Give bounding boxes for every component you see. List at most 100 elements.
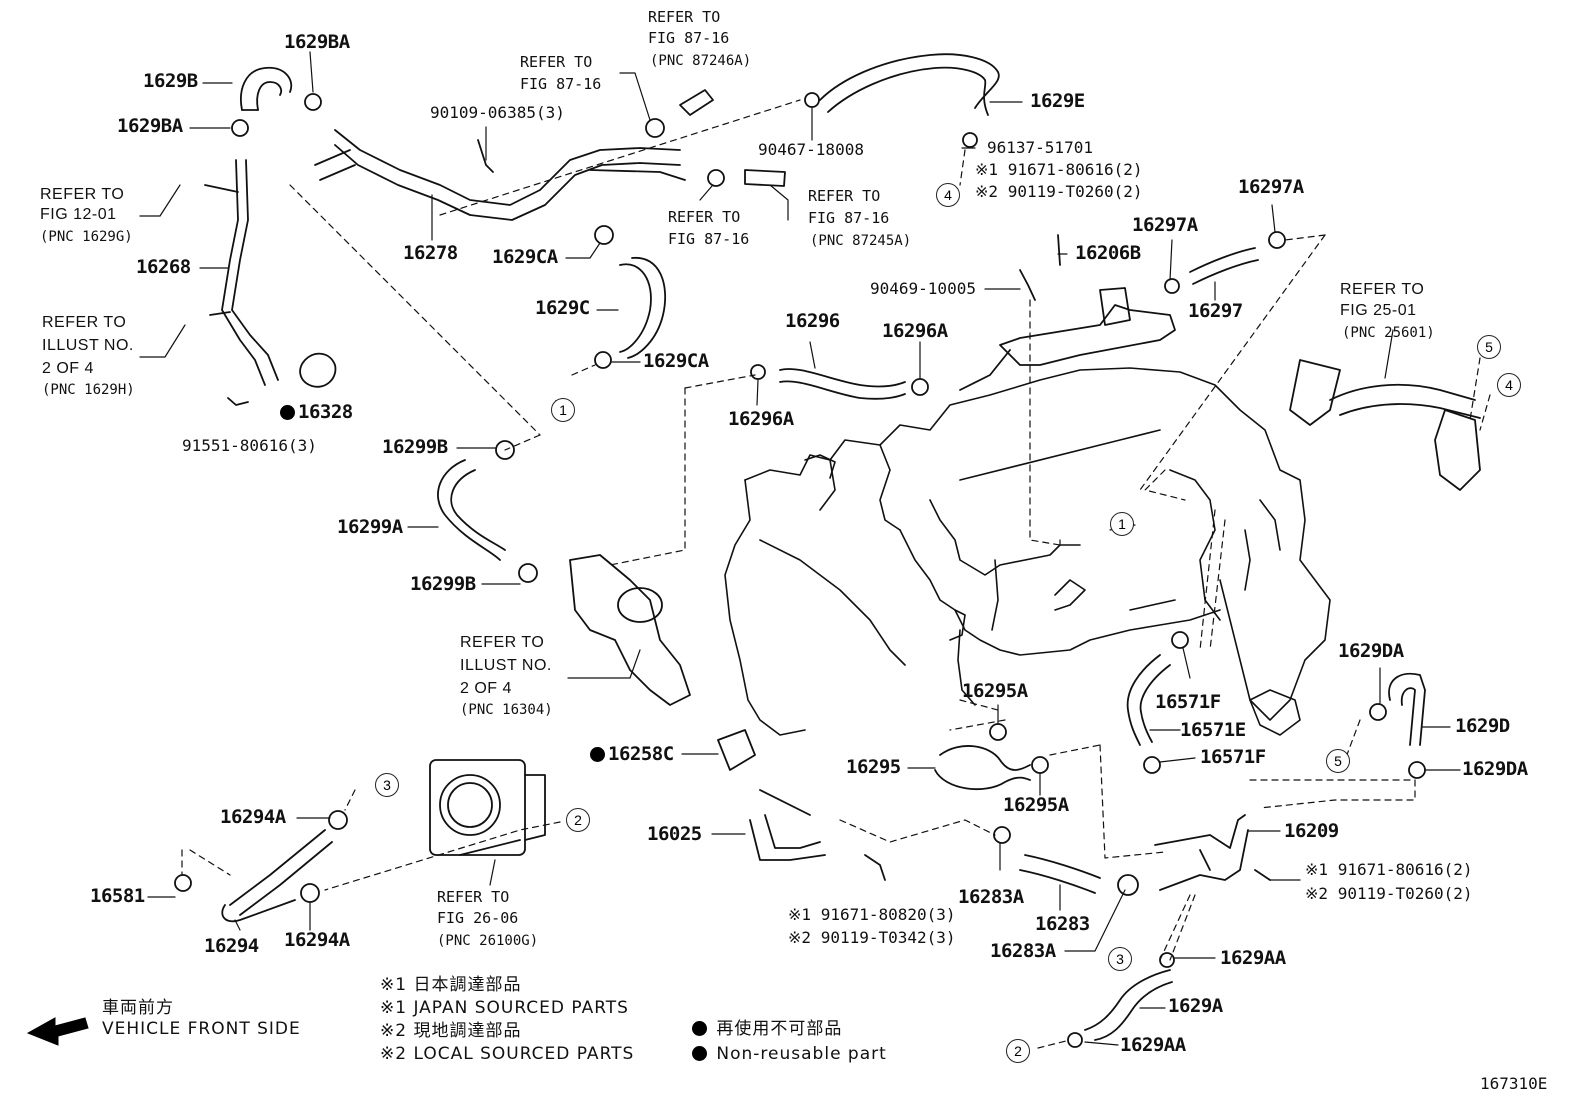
label-91671-80616-top: ※1 91671-80616(2) xyxy=(975,162,1143,178)
label-1629B: 1629B xyxy=(143,70,198,92)
label-1629BA: 1629BA xyxy=(117,115,183,137)
label-1629AA-bottom: 1629AA xyxy=(1120,1034,1186,1056)
callout-1-right: 1 xyxy=(1110,512,1134,536)
ref-fig-87-16-d-title: REFER TO xyxy=(808,187,881,205)
hoses xyxy=(174,53,1481,1048)
legend-note1-en: ※1 JAPAN SOURCED PARTS xyxy=(380,998,629,1018)
ref-pnc-25601: (PNC 25601) xyxy=(1342,325,1435,341)
legend-note2-en: ※2 LOCAL SOURCED PARTS xyxy=(380,1044,635,1064)
ref-fig-12-01-title: REFER TO xyxy=(40,186,125,203)
note1-mark: ※1 xyxy=(1305,860,1329,879)
ref-fig-12-01: FIG 12-01 xyxy=(40,206,117,223)
note1-mark: ※1 xyxy=(788,905,812,924)
ref-pnc-1629G: (PNC 1629G) xyxy=(40,229,133,245)
label-16283A-left: 16283A xyxy=(958,886,1024,908)
ref-fig-87-16-b: FIG 87-16 xyxy=(648,29,730,47)
label-16581: 16581 xyxy=(90,885,145,907)
label-91671-80820: ※1 91671-80820(3) xyxy=(788,907,956,923)
label-91551-80616: 91551-80616(3) xyxy=(182,436,317,455)
label-90119-T0260-right: ※2 90119-T0260(2) xyxy=(1305,886,1473,902)
label-1629AA-top: 1629AA xyxy=(1220,947,1286,969)
label-16571E: 16571E xyxy=(1180,719,1246,741)
label-16258C: 16258C xyxy=(590,745,674,764)
note2-mark: ※2 xyxy=(788,928,812,947)
non-reusable-dot-icon xyxy=(590,747,605,762)
callout-4-right: 4 xyxy=(1497,373,1521,397)
label-91671-80616-top-text: 91671-80616(2) xyxy=(1007,160,1143,179)
label-1629CA-bottom: 1629CA xyxy=(643,350,709,372)
label-16296A-right: 16296A xyxy=(882,320,948,342)
label-16571F-top: 16571F xyxy=(1155,691,1221,713)
label-90119-T0342-text: 90119-T0342(3) xyxy=(820,928,956,947)
label-16297A-left: 16297A xyxy=(1132,214,1198,236)
ref-illust-16304-page: 2 OF 4 xyxy=(460,680,512,697)
label-16296A-left: 16296A xyxy=(728,408,794,430)
label-1629DA-bottom: 1629DA xyxy=(1462,758,1528,780)
ref-fig-25-01: FIG 25-01 xyxy=(1340,302,1417,319)
callout-2-left: 2 xyxy=(566,808,590,832)
note1-mark: ※1 xyxy=(975,160,999,179)
ref-pnc-16304: (PNC 16304) xyxy=(460,702,553,718)
leader-lines xyxy=(139,51,1461,1046)
label-16295A-bottom: 16295A xyxy=(1003,794,1069,816)
ref-pnc-87246A: (PNC 87246A) xyxy=(650,53,752,69)
engine-block xyxy=(724,367,1331,736)
label-16296: 16296 xyxy=(785,310,840,332)
ref-fig-87-16-a: FIG 87-16 xyxy=(520,75,602,93)
label-16299B-top: 16299B xyxy=(382,436,448,458)
label-16299B-bottom: 16299B xyxy=(410,573,476,595)
callout-2-bottom: 2 xyxy=(1006,1039,1030,1063)
ref-pnc-26100G: (PNC 26100G) xyxy=(437,933,539,949)
dashed-lines xyxy=(181,99,1491,1049)
label-1629BA-top: 1629BA xyxy=(284,31,350,53)
label-90119-T0260-right-text: 90119-T0260(2) xyxy=(1337,884,1473,903)
label-16297A-right: 16297A xyxy=(1238,176,1304,198)
callout-3-bottom: 3 xyxy=(1108,947,1132,971)
label-90119-T0260-top: ※2 90119-T0260(2) xyxy=(975,184,1143,200)
callout-5-right: 5 xyxy=(1477,335,1501,359)
label-91671-80616-right: ※1 91671-80616(2) xyxy=(1305,862,1473,878)
label-16283A-bottom: 16283A xyxy=(990,940,1056,962)
label-91671-80616-right-text: 91671-80616(2) xyxy=(1337,860,1473,879)
callout-1-left: 1 xyxy=(551,398,575,422)
label-90469-10005: 90469-10005 xyxy=(870,279,976,298)
label-90109-06385: 90109-06385(3) xyxy=(430,103,565,122)
label-1629E: 1629E xyxy=(1030,90,1085,112)
label-1629A: 1629A xyxy=(1168,995,1223,1017)
label-16206B: 16206B xyxy=(1075,242,1141,264)
ref-illust-1629H-title: REFER TO xyxy=(42,314,127,331)
label-1629DA-top: 1629DA xyxy=(1338,640,1404,662)
label-16258C-text: 16258C xyxy=(608,743,674,765)
label-1629D: 1629D xyxy=(1455,715,1510,737)
callout-3-left: 3 xyxy=(375,773,399,797)
label-16571F-bottom: 16571F xyxy=(1200,746,1266,768)
non-reusable-dot-icon xyxy=(692,1021,707,1036)
label-16295: 16295 xyxy=(846,756,901,778)
ref-illust-16304-title: REFER TO xyxy=(460,634,545,651)
front-arrow xyxy=(26,1017,89,1046)
label-1629C: 1629C xyxy=(535,297,590,319)
diagram-id: 167310E xyxy=(1480,1074,1548,1093)
ref-fig-25-01-title: REFER TO xyxy=(1340,281,1425,298)
ref-illust-16304: ILLUST NO. xyxy=(460,657,552,674)
label-16283: 16283 xyxy=(1035,913,1090,935)
label-16209: 16209 xyxy=(1284,820,1339,842)
legend-front-jp: 車両前方 xyxy=(102,998,174,1018)
ref-pnc-1629H: (PNC 1629H) xyxy=(42,382,135,398)
legend-nonreusable-jp-text: 再使用不可部品 xyxy=(716,1019,843,1039)
non-reusable-dot-icon xyxy=(692,1046,707,1061)
legend-front-en: VEHICLE FRONT SIDE xyxy=(102,1019,301,1039)
non-reusable-dot-icon xyxy=(280,405,295,420)
ref-fig-26-06-title: REFER TO xyxy=(437,888,510,906)
label-16328-text: 16328 xyxy=(298,401,353,423)
ref-fig-87-16-b-title: REFER TO xyxy=(648,8,721,26)
label-16328: 16328 xyxy=(280,403,353,422)
label-90119-T0342: ※2 90119-T0342(3) xyxy=(788,930,956,946)
label-16268: 16268 xyxy=(136,256,191,278)
ref-fig-87-16-c: FIG 87-16 xyxy=(668,230,750,248)
label-16295A-top: 16295A xyxy=(962,680,1028,702)
ref-illust-1629H: ILLUST NO. xyxy=(42,337,134,354)
label-16294: 16294 xyxy=(204,935,259,957)
label-1629CA-top: 1629CA xyxy=(492,246,558,268)
